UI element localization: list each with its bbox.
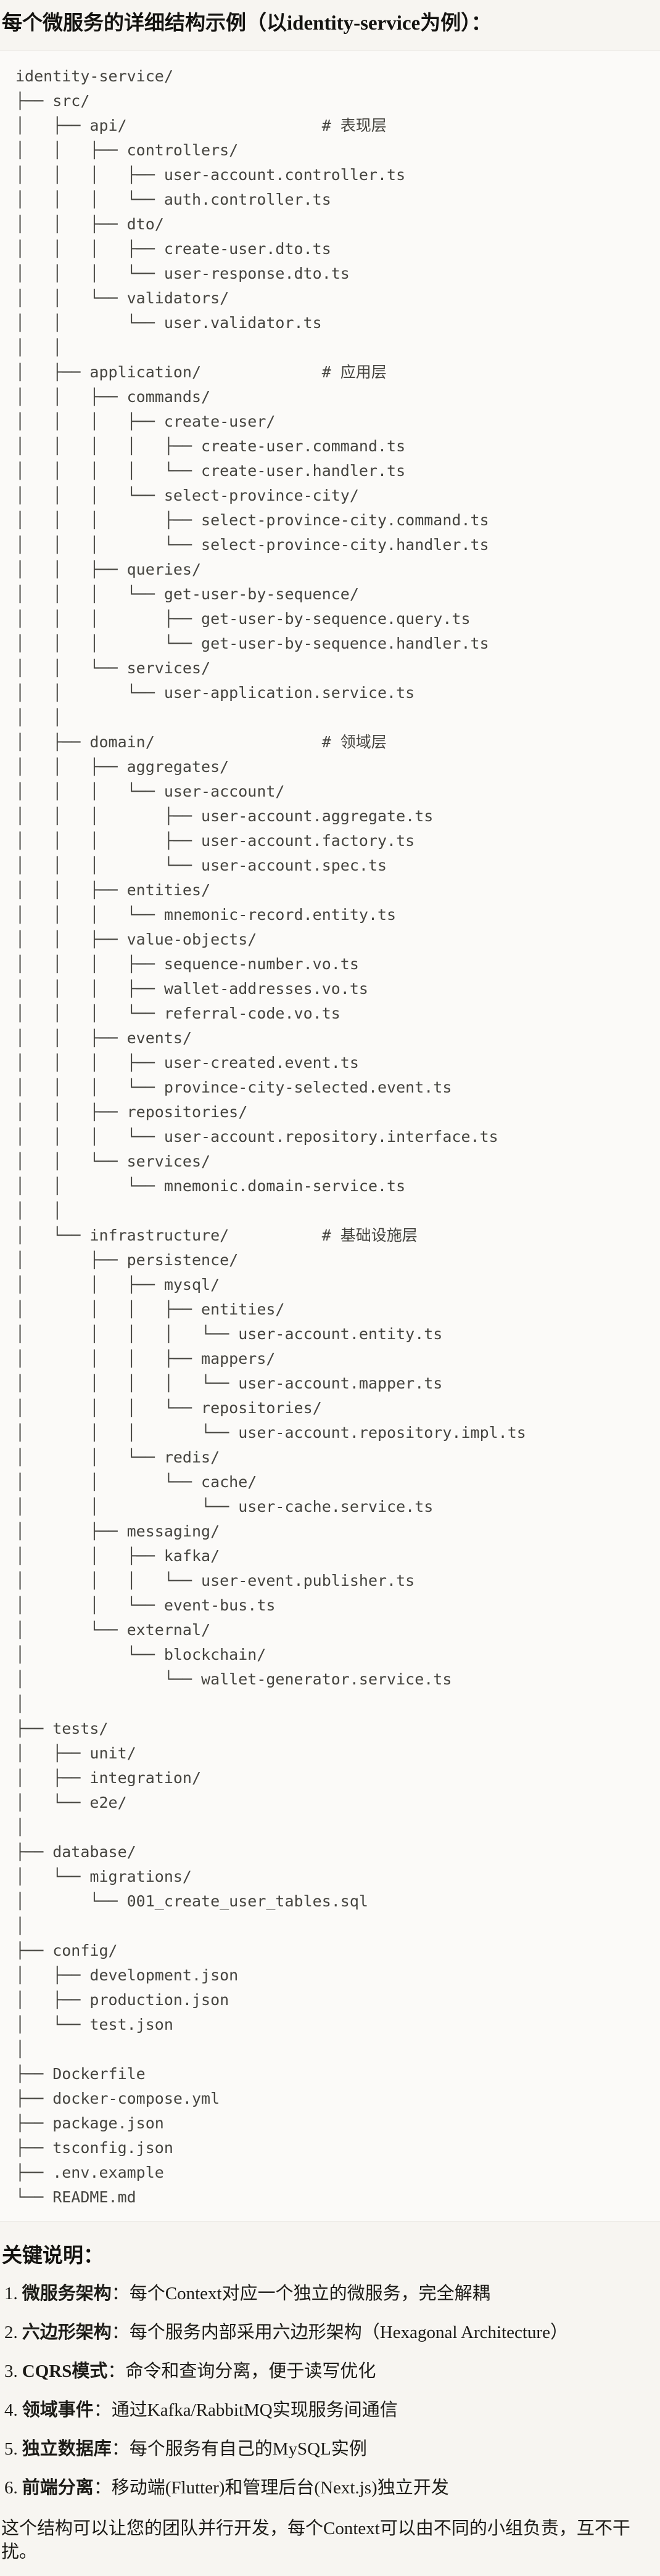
keynote-item-3: 3.CQRS模式：命令和查询分离，便于读写优化 [4,2360,660,2383]
keynotes-list: 1.微服务架构：每个Context对应一个独立的微服务，完全解耦 2.六边形架构… [0,2282,660,2500]
keynote-text: ：每个服务有自己的MySQL实例 [111,2439,367,2459]
keynote-item-4: 4.领域事件：通过Kafka/RabbitMQ实现服务间通信 [4,2398,660,2422]
keynote-number: 5. [4,2439,18,2459]
keynote-label: CQRS模式 [22,2361,108,2381]
keynote-number: 2. [4,2323,18,2342]
keynote-label: 前端分离 [22,2478,94,2498]
keynote-label: 领域事件 [22,2400,94,2420]
keynote-text: ：每个Context对应一个独立的微服务，完全解耦 [111,2284,490,2303]
keynote-item-6: 6.前端分离：移动端(Flutter)和管理后台(Next.js)独立开发 [4,2476,660,2500]
keynote-text: ：每个服务内部采用六边形架构（Hexagonal Architecture） [111,2323,568,2342]
keynote-text: ：移动端(Flutter)和管理后台(Next.js)独立开发 [93,2478,449,2498]
keynote-number: 1. [4,2284,18,2303]
keynote-item-5: 5.独立数据库：每个服务有自己的MySQL实例 [4,2437,660,2461]
keynotes-heading: 关键说明： [2,2245,104,2267]
keynote-item-2: 2.六边形架构：每个服务内部采用六边形架构（Hexagonal Architec… [4,2321,660,2344]
code-block: identity-service/ ├── src/ │ ├── api/ # … [0,51,660,2221]
page-title: 每个微服务的详细结构示例（以identity-service为例）： [2,12,492,35]
keynote-number: 6. [4,2478,18,2498]
keynote-text: ：命令和查询分离，便于读写优化 [107,2361,376,2381]
keynote-text: ：通过Kafka/RabbitMQ实现服务间通信 [93,2400,398,2420]
keynote-label: 微服务架构 [22,2284,112,2303]
directory-tree: identity-service/ ├── src/ │ ├── api/ # … [15,67,526,2206]
keynote-number: 3. [4,2361,18,2381]
keynote-item-1: 1.微服务架构：每个Context对应一个独立的微服务，完全解耦 [4,2282,660,2305]
keynote-label: 独立数据库 [22,2439,112,2459]
keynote-label: 六边形架构 [22,2323,112,2342]
keynote-number: 4. [4,2400,18,2420]
closing-note: 这个结构可以让您的团队并行开发，每个Context可以由不同的小组负责，互不干扰… [1,2519,630,2562]
